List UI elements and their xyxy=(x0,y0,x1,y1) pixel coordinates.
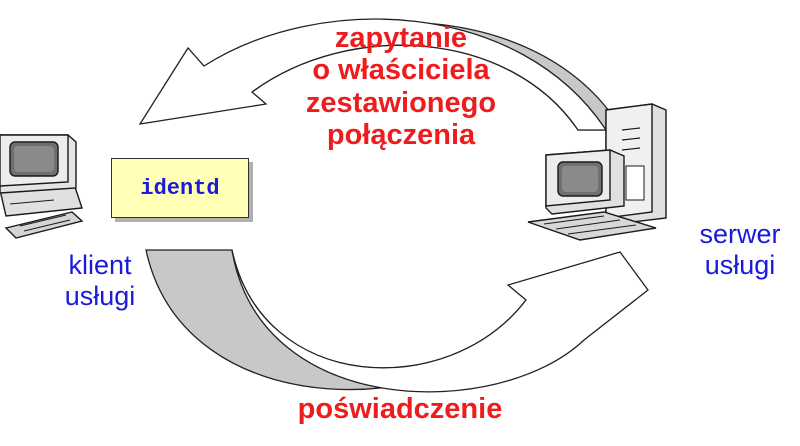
client-label: klient usługi xyxy=(40,250,160,312)
attestation-label: poświadczenie xyxy=(297,393,503,425)
bottom-arrow-front xyxy=(231,249,649,393)
top-arrow-front xyxy=(138,18,608,131)
identd-label: identd xyxy=(140,175,220,201)
server-label-line: serwer xyxy=(699,219,781,249)
desktop-computer-icon xyxy=(0,134,84,239)
query-label: zapytanie o właściciela zestawionego poł… xyxy=(256,22,546,152)
query-label-line: zapytanie xyxy=(334,22,468,54)
tower-computer-icon xyxy=(527,103,667,241)
server-label-line: usługi xyxy=(704,250,776,281)
query-label-line: o właściciela xyxy=(312,54,490,87)
identd-daemon-box: identd xyxy=(111,158,249,218)
server-label: serwer usługi xyxy=(680,219,800,281)
client-label-line: usługi xyxy=(64,281,136,312)
query-label-line: zestawionego xyxy=(305,86,497,119)
query-label-line: połączenia xyxy=(326,119,476,152)
client-label-line: klient xyxy=(68,250,132,280)
bottom-arrow-client-to-server xyxy=(145,249,649,393)
